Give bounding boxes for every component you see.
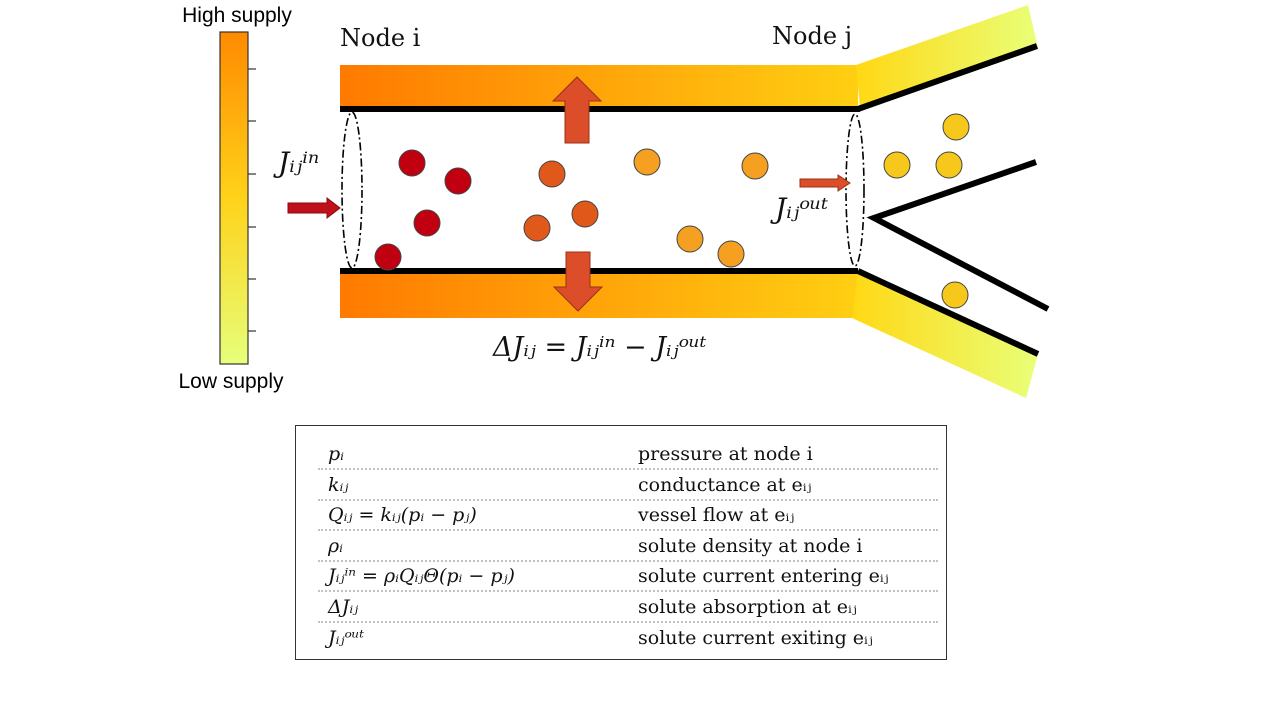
legend-row: Jᵢⱼᵒᵘᵗ solute current exiting eᵢⱼ <box>318 622 938 652</box>
upper-tissue-band <box>340 65 858 109</box>
colorbar-gradient <box>219 31 249 365</box>
delta-j-equation: ΔJᵢⱼ = Jᵢⱼⁱⁿ − Jᵢⱼᵒᵘᵗ <box>492 332 707 363</box>
legend-description: conductance at eᵢⱼ <box>638 473 812 496</box>
particle <box>942 113 970 141</box>
absorption-arrow-up <box>551 76 603 144</box>
vessel-walls <box>340 43 1050 357</box>
legend-symbol: Jᵢⱼⁱⁿ = ρᵢQᵢⱼΘ(pᵢ − pⱼ) <box>328 565 515 588</box>
lower-branch-tissue <box>852 270 1038 398</box>
lower-tissue-band <box>340 272 858 318</box>
legend-row: Qᵢⱼ = kᵢⱼ(pᵢ − pⱼ) vessel flow at eᵢⱼ <box>318 499 938 532</box>
legend-description: vessel flow at eᵢⱼ <box>638 504 795 527</box>
particle <box>883 151 911 179</box>
legend-row: Jᵢⱼⁱⁿ = ρᵢQᵢⱼΘ(pᵢ − pⱼ) solute current en… <box>318 560 938 593</box>
colorbar-top-label: High supply <box>182 4 292 27</box>
legend-symbol: pᵢ <box>328 443 344 465</box>
upper-branch-line <box>857 43 1038 112</box>
legend-symbol: ΔJᵢⱼ <box>328 596 359 618</box>
inlet-cross-section <box>341 111 363 269</box>
legend-row: ρᵢ solute density at node i <box>318 530 938 562</box>
legend-symbol: Jᵢⱼᵒᵘᵗ <box>328 626 365 649</box>
particle <box>444 167 472 195</box>
legend-row: kᵢⱼ conductance at eᵢⱼ <box>318 469 938 501</box>
inflow-arrow <box>287 196 341 220</box>
outflow-arrow <box>799 174 851 192</box>
colorbar-bottom-label: Low supply <box>178 370 284 393</box>
particle <box>741 152 769 180</box>
particle <box>413 209 441 237</box>
node-i-label: Node i <box>340 24 421 52</box>
legend-description: solute absorption at eᵢⱼ <box>638 596 857 618</box>
legend-description: solute current exiting eᵢⱼ <box>638 626 873 649</box>
legend-description: solute current entering eᵢⱼ <box>638 565 889 588</box>
supply-colorbar: High supply Low supply <box>178 4 292 393</box>
particle <box>935 151 963 179</box>
legend-description: pressure at node i <box>638 443 813 465</box>
colorbar-ticks <box>248 68 256 332</box>
particle <box>676 225 704 253</box>
legend-symbol: kᵢⱼ <box>328 473 349 496</box>
legend-symbol: Qᵢⱼ = kᵢⱼ(pᵢ − pⱼ) <box>328 504 477 527</box>
particle <box>374 243 402 271</box>
inner-branch-line <box>866 159 1050 312</box>
j-out-label: Jᵢⱼᵒᵘᵗ <box>770 192 828 225</box>
symbol-legend-table: pᵢ pressure at node i kᵢⱼ conductance at eᵢ… <box>295 425 947 660</box>
legend-row: pᵢ pressure at node i <box>318 438 938 470</box>
j-in-label: Jᵢⱼⁱⁿ <box>273 146 319 179</box>
legend-symbol: ρᵢ <box>328 534 343 557</box>
legend-description: solute density at node i <box>638 534 863 557</box>
particle <box>571 200 599 228</box>
legend-row: ΔJᵢⱼ solute absorption at eᵢⱼ <box>318 591 938 623</box>
node-j-label: Node j <box>772 22 852 50</box>
lower-branch-line <box>856 268 1040 357</box>
upper-branch-tissue <box>856 5 1038 108</box>
particle <box>941 281 969 309</box>
particle <box>717 240 745 268</box>
outlet-cross-section <box>845 113 865 267</box>
solute-particles <box>374 113 970 309</box>
particle <box>538 160 566 188</box>
particle <box>523 214 551 242</box>
absorption-arrow-down <box>552 251 604 312</box>
particle <box>398 149 426 177</box>
vessel-tissue <box>340 5 1038 398</box>
particle <box>633 148 661 176</box>
